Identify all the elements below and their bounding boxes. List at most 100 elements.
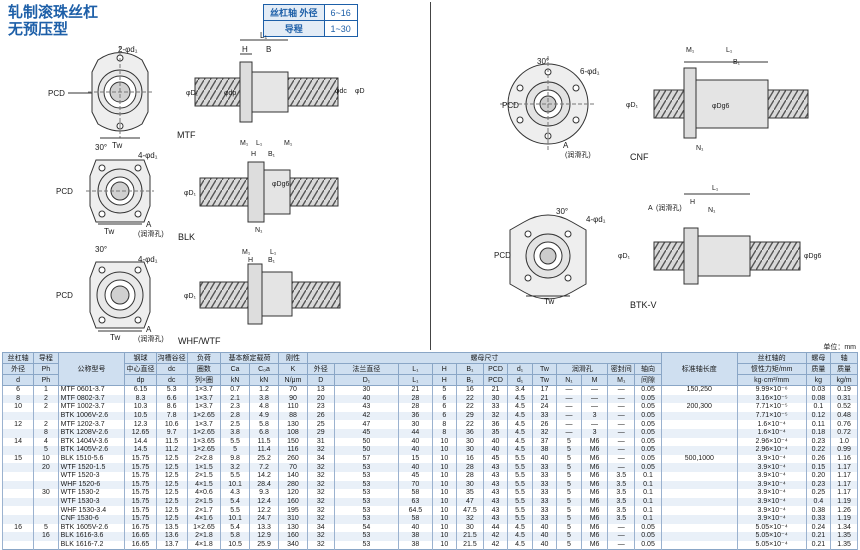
hdr-dp-sym: dp	[124, 374, 157, 386]
table-cell: 5.5	[507, 489, 533, 498]
table-cell: 32	[306, 480, 335, 490]
btkv-tw-label: Tw	[544, 297, 554, 306]
table-cell: WTF 1520-3	[57, 471, 126, 481]
table-cell: 2×2.8	[186, 454, 222, 464]
hdr-lube-hole: 润滑孔	[556, 363, 609, 375]
table-cell: 40	[531, 523, 558, 533]
table-cell: —	[607, 454, 636, 464]
table-cell: 33	[531, 497, 558, 507]
whf-b1-label: B₁	[268, 257, 276, 264]
table-cell: 5.5	[507, 497, 533, 507]
table-cell: BTK 1208V-2.6	[57, 428, 126, 438]
table-cell: 5.5	[507, 463, 533, 472]
table-cell	[33, 480, 59, 490]
table-cell: 10	[431, 506, 458, 515]
table-cell: 0.22	[805, 446, 832, 455]
table-cell: 33	[531, 489, 558, 498]
btkv-side-view: L₁ A (润滑孔) H N₁ φDg6 BTK-V	[630, 185, 821, 310]
table-cell: 0.1	[634, 480, 662, 490]
table-cell: 2	[33, 394, 59, 404]
table-cell: MTF 0601-3.7	[57, 385, 126, 395]
blk-h-label: H	[251, 151, 256, 158]
table-cell: 5.4	[220, 523, 251, 533]
table-cell: 42	[482, 540, 509, 550]
table-cell: 70	[398, 480, 433, 490]
table-cell: 6.6	[155, 394, 188, 404]
table-cell: 30	[456, 480, 484, 490]
table-cell: 32	[306, 514, 335, 524]
table-cell: 1.17	[830, 480, 858, 490]
table-cell: 3.9×10⁻⁴	[736, 497, 807, 507]
mtf-holes-label: 2-φd₁	[118, 45, 138, 54]
table-cell: 3.5	[607, 497, 636, 507]
table-cell: 4.5	[507, 428, 533, 438]
table-cell: 33	[531, 480, 558, 490]
table-cell: 4.5	[507, 532, 533, 541]
mtf-pcd-label: PCD	[48, 89, 65, 98]
table-cell: 4.8	[249, 403, 279, 412]
table-cell: 8	[431, 428, 458, 438]
table-cell: 0.23	[805, 437, 832, 447]
table-cell: 8.6	[155, 403, 188, 412]
table-cell: 0.7	[220, 385, 251, 395]
table-cell: 10.3	[124, 403, 157, 412]
table-cell: 7.8	[155, 411, 188, 421]
table-cell: 11.5	[249, 437, 279, 447]
table-cell: 57	[333, 454, 400, 464]
blk-phid1-label: φD₁	[184, 190, 197, 197]
hdr-inertia-sub: 惯性力矩/mm	[736, 363, 807, 375]
table-cell: 0.05	[634, 428, 662, 438]
table-cell: 42	[333, 411, 400, 421]
hdr-inertia-unit: kg·cm²/mm	[736, 374, 807, 386]
hdr-axial: 轴向	[634, 363, 662, 375]
table-cell: 130	[278, 523, 308, 533]
table-cell: 40	[398, 437, 433, 447]
table-cell: 7.71×10⁻⁵	[736, 403, 807, 412]
table-cell: 13.5	[155, 523, 188, 533]
table-cell: 3.9×10⁻⁴	[736, 463, 807, 472]
blk-side-view: M₁ L₁ M₁ H B₁ φD₁ φDg6 N₁ BLK	[178, 140, 339, 242]
table-cell: —	[580, 420, 609, 429]
table-cell: 40	[531, 540, 558, 550]
table-cell: 3.9×10⁻⁴	[736, 506, 807, 515]
cnf-a-label: A	[563, 141, 569, 150]
hdr-pcd: PCD	[482, 363, 509, 375]
table-cell: 2.96×10⁻⁴	[736, 437, 807, 447]
table-cell	[660, 523, 738, 533]
table-cell: 40	[531, 532, 558, 541]
table-cell: 1.16	[830, 454, 858, 464]
table-cell: 8	[431, 420, 458, 429]
table-cell: 58	[398, 514, 433, 524]
table-cell: 1×3.65	[186, 437, 222, 447]
hdr-outer: 外径	[306, 363, 335, 375]
table-cell: 4×1.5	[186, 480, 222, 490]
mtf-tw-label: Tw	[112, 141, 122, 150]
table-cell	[660, 463, 738, 472]
table-cell: 44	[398, 428, 433, 438]
table-cell: 22	[456, 403, 484, 412]
table-cell: 30	[333, 385, 400, 395]
blk-angle-label: 30°	[95, 143, 107, 152]
table-cell: —	[580, 394, 609, 404]
table-cell: 0.1	[634, 497, 662, 507]
table-cell: 32	[306, 540, 335, 550]
table-cell: 45	[398, 471, 433, 481]
table-cell: 14.2	[249, 471, 279, 481]
table-cell: 0.18	[805, 428, 832, 438]
table-cell	[1, 489, 35, 498]
btkv-model-label: BTK-V	[630, 300, 657, 310]
mtf-h-label: H	[242, 45, 248, 54]
table-cell: 12.65	[124, 428, 157, 438]
hdr-l1: L₁	[398, 363, 433, 375]
table-cell: 0.05	[634, 532, 662, 541]
table-cell: 32	[306, 489, 335, 498]
table-cell: 5	[556, 454, 582, 464]
table-cell	[660, 420, 738, 429]
table-cell: 10	[431, 463, 458, 472]
table-cell: 0.23	[805, 480, 832, 490]
table-cell: —	[607, 394, 636, 404]
table-cell: 16	[33, 532, 59, 541]
